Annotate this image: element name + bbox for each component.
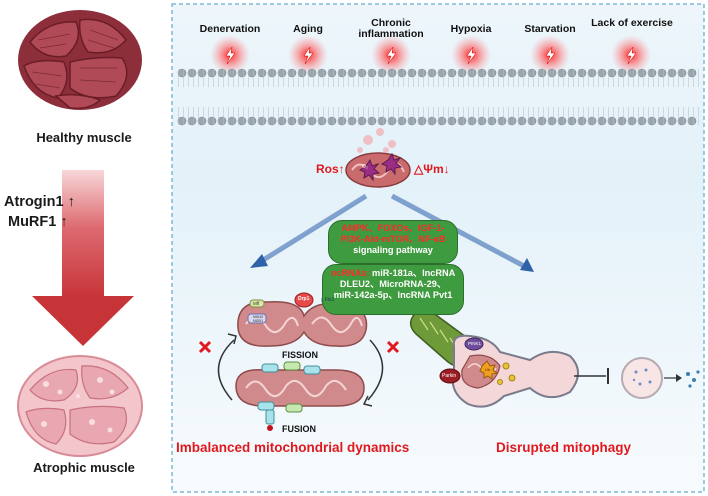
murf1-marker: MuRF1 ↑ xyxy=(8,214,68,230)
ncrna-prefix: ncRNAs: xyxy=(330,268,370,278)
parkin-tag: Parkin xyxy=(442,373,457,379)
mitophagy-title: Disrupted mitophagy xyxy=(496,440,632,455)
mitophagy-illustration xyxy=(409,309,700,408)
fission-label: FISSION xyxy=(282,350,319,360)
signaling-pathway-box: AMPK、FOXOs、IGF-1- PI3K-Akt-mTOR、NF-κB si… xyxy=(328,220,458,264)
atrogin1-marker: Atrogin1 ↑ xyxy=(4,194,75,210)
stimulus-starvation: Starvation xyxy=(524,23,576,35)
damaged-mitochondrion xyxy=(345,128,411,188)
stimulus-aging: Aging xyxy=(293,23,323,35)
pathway-line-2: PI3K-Akt-mTOR、NF-κB xyxy=(340,234,446,244)
healthy-muscle-image xyxy=(18,10,142,110)
mid-tag: MiD49 MiD51 xyxy=(252,315,264,323)
stimulus-chronic-inflammation: Chronic inflammation xyxy=(358,17,424,40)
blocked-x-right xyxy=(386,340,400,354)
ncrna-line-1: miR-181a、lncRNA xyxy=(369,268,456,278)
stimulus-glows xyxy=(210,35,651,75)
dynamics-title: Imbalanced mitochondrial dynamics xyxy=(176,440,410,455)
panel-border xyxy=(171,3,705,493)
dynamics-cycle-arrows xyxy=(217,333,384,407)
stimulus-denervation: Denervation xyxy=(199,23,261,35)
fis1-tag: Fis1 xyxy=(325,297,335,303)
membrane-potential-decrease-label: △Ψm↓ xyxy=(414,162,450,176)
stimulus-lack-of-exercise: Lack of exercise xyxy=(591,17,673,29)
ncrna-line-3: miR-142a-5p、lncRNA Pvt1 xyxy=(333,290,453,300)
atrophy-arrow xyxy=(32,170,134,346)
fusion-mitochondrion xyxy=(235,361,365,431)
ub-tag: Ub xyxy=(485,367,491,372)
o2-radical-label: O₂ xyxy=(362,164,368,170)
pathway-line-3: signaling pathway xyxy=(353,245,433,255)
pink1-tag: PINK1 xyxy=(468,341,482,346)
mff-tag: Mff xyxy=(253,301,260,306)
left-panel-graphics xyxy=(17,10,143,457)
ncrna-line-2: DLEU2、MicroRNA-29、 xyxy=(339,279,447,289)
pathway-arrows xyxy=(250,193,534,272)
ros-increase-label: Ros↑ xyxy=(316,162,345,176)
atrophic-muscle-label: Atrophic muscle xyxy=(33,460,135,475)
ncrna-box: ncRNAs: miR-181a、lncRNA DLEU2、MicroRNA-2… xyxy=(322,264,464,315)
fusion-label: FUSION xyxy=(282,424,317,434)
pathway-line-1: AMPK、FOXOs、IGF-1- xyxy=(341,223,445,233)
atrophic-muscle-image xyxy=(17,355,143,457)
healthy-muscle-label: Healthy muscle xyxy=(36,130,132,145)
cell-membrane xyxy=(177,68,700,126)
drp1-tag: Drp1 xyxy=(298,296,310,302)
blocked-x-left xyxy=(198,340,212,354)
stimulus-hypoxia: Hypoxia xyxy=(450,23,492,35)
